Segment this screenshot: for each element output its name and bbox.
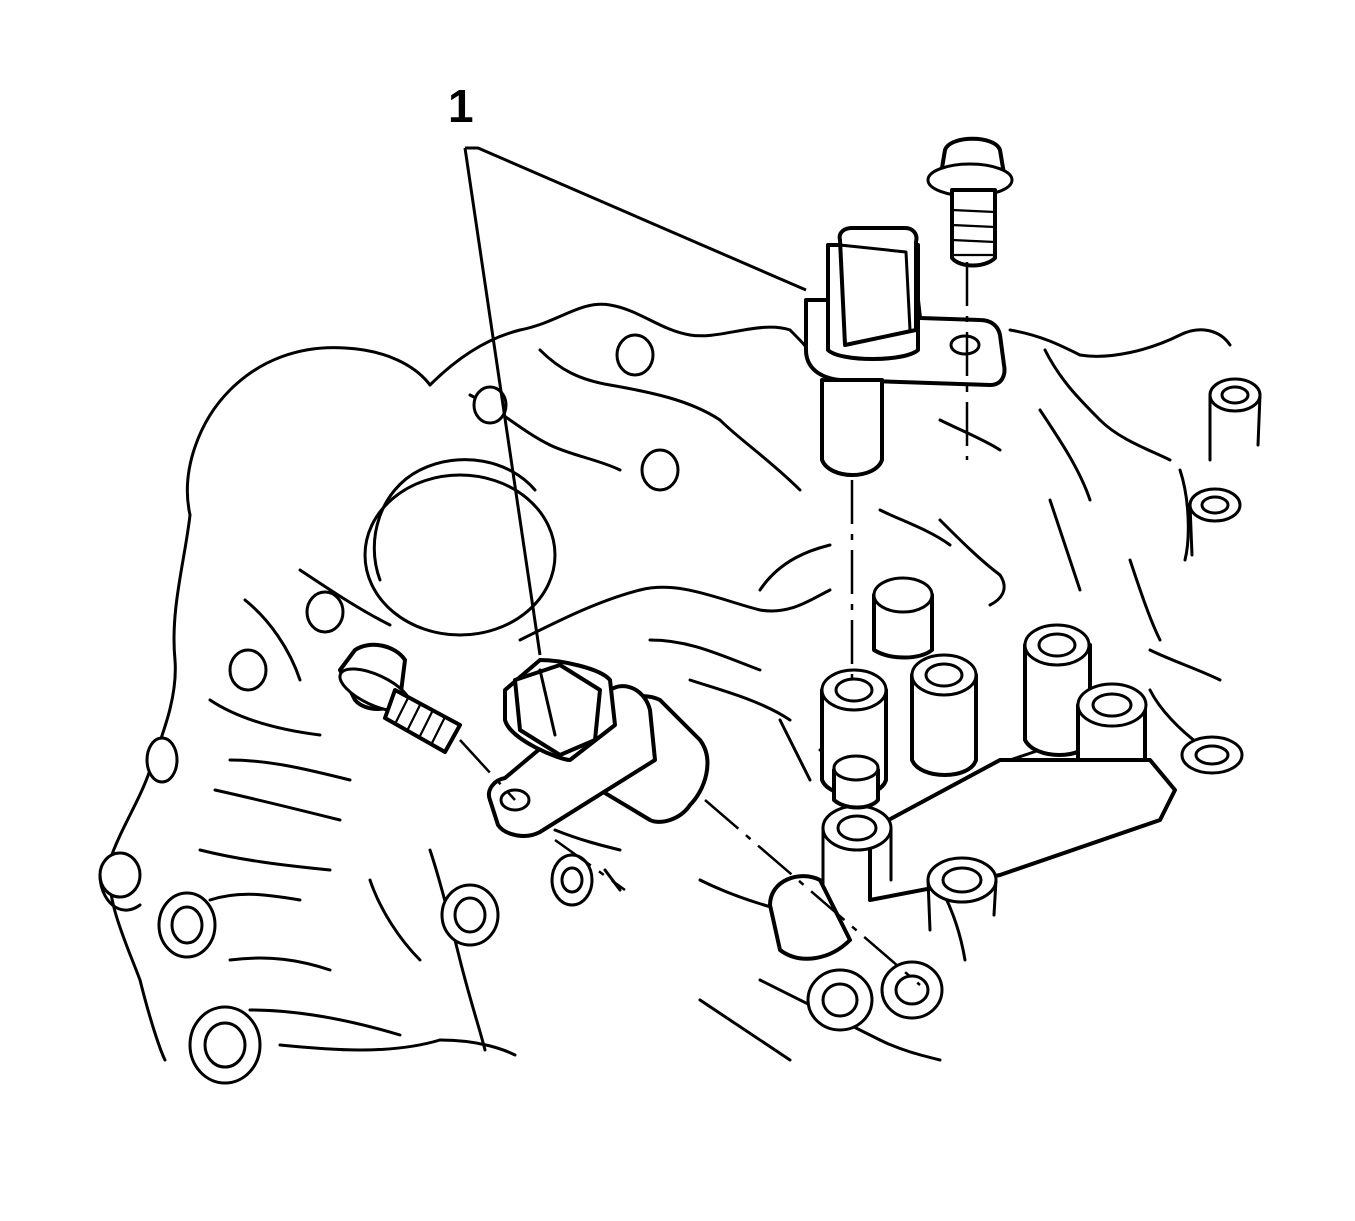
crank-bore	[363, 458, 557, 637]
engine-housing	[107, 302, 1232, 1062]
callout-leaders	[463, 146, 807, 656]
upper-sensor-bolt	[926, 136, 1014, 268]
right-bosses	[768, 377, 1262, 1032]
mounting-bosses	[98, 333, 680, 1085]
lower-position-sensor	[487, 658, 710, 838]
installation-axes	[459, 262, 969, 986]
callout-label-1: 1	[448, 80, 474, 132]
lower-sensor-bolt	[338, 642, 462, 754]
upper-position-sensor	[804, 226, 1007, 477]
